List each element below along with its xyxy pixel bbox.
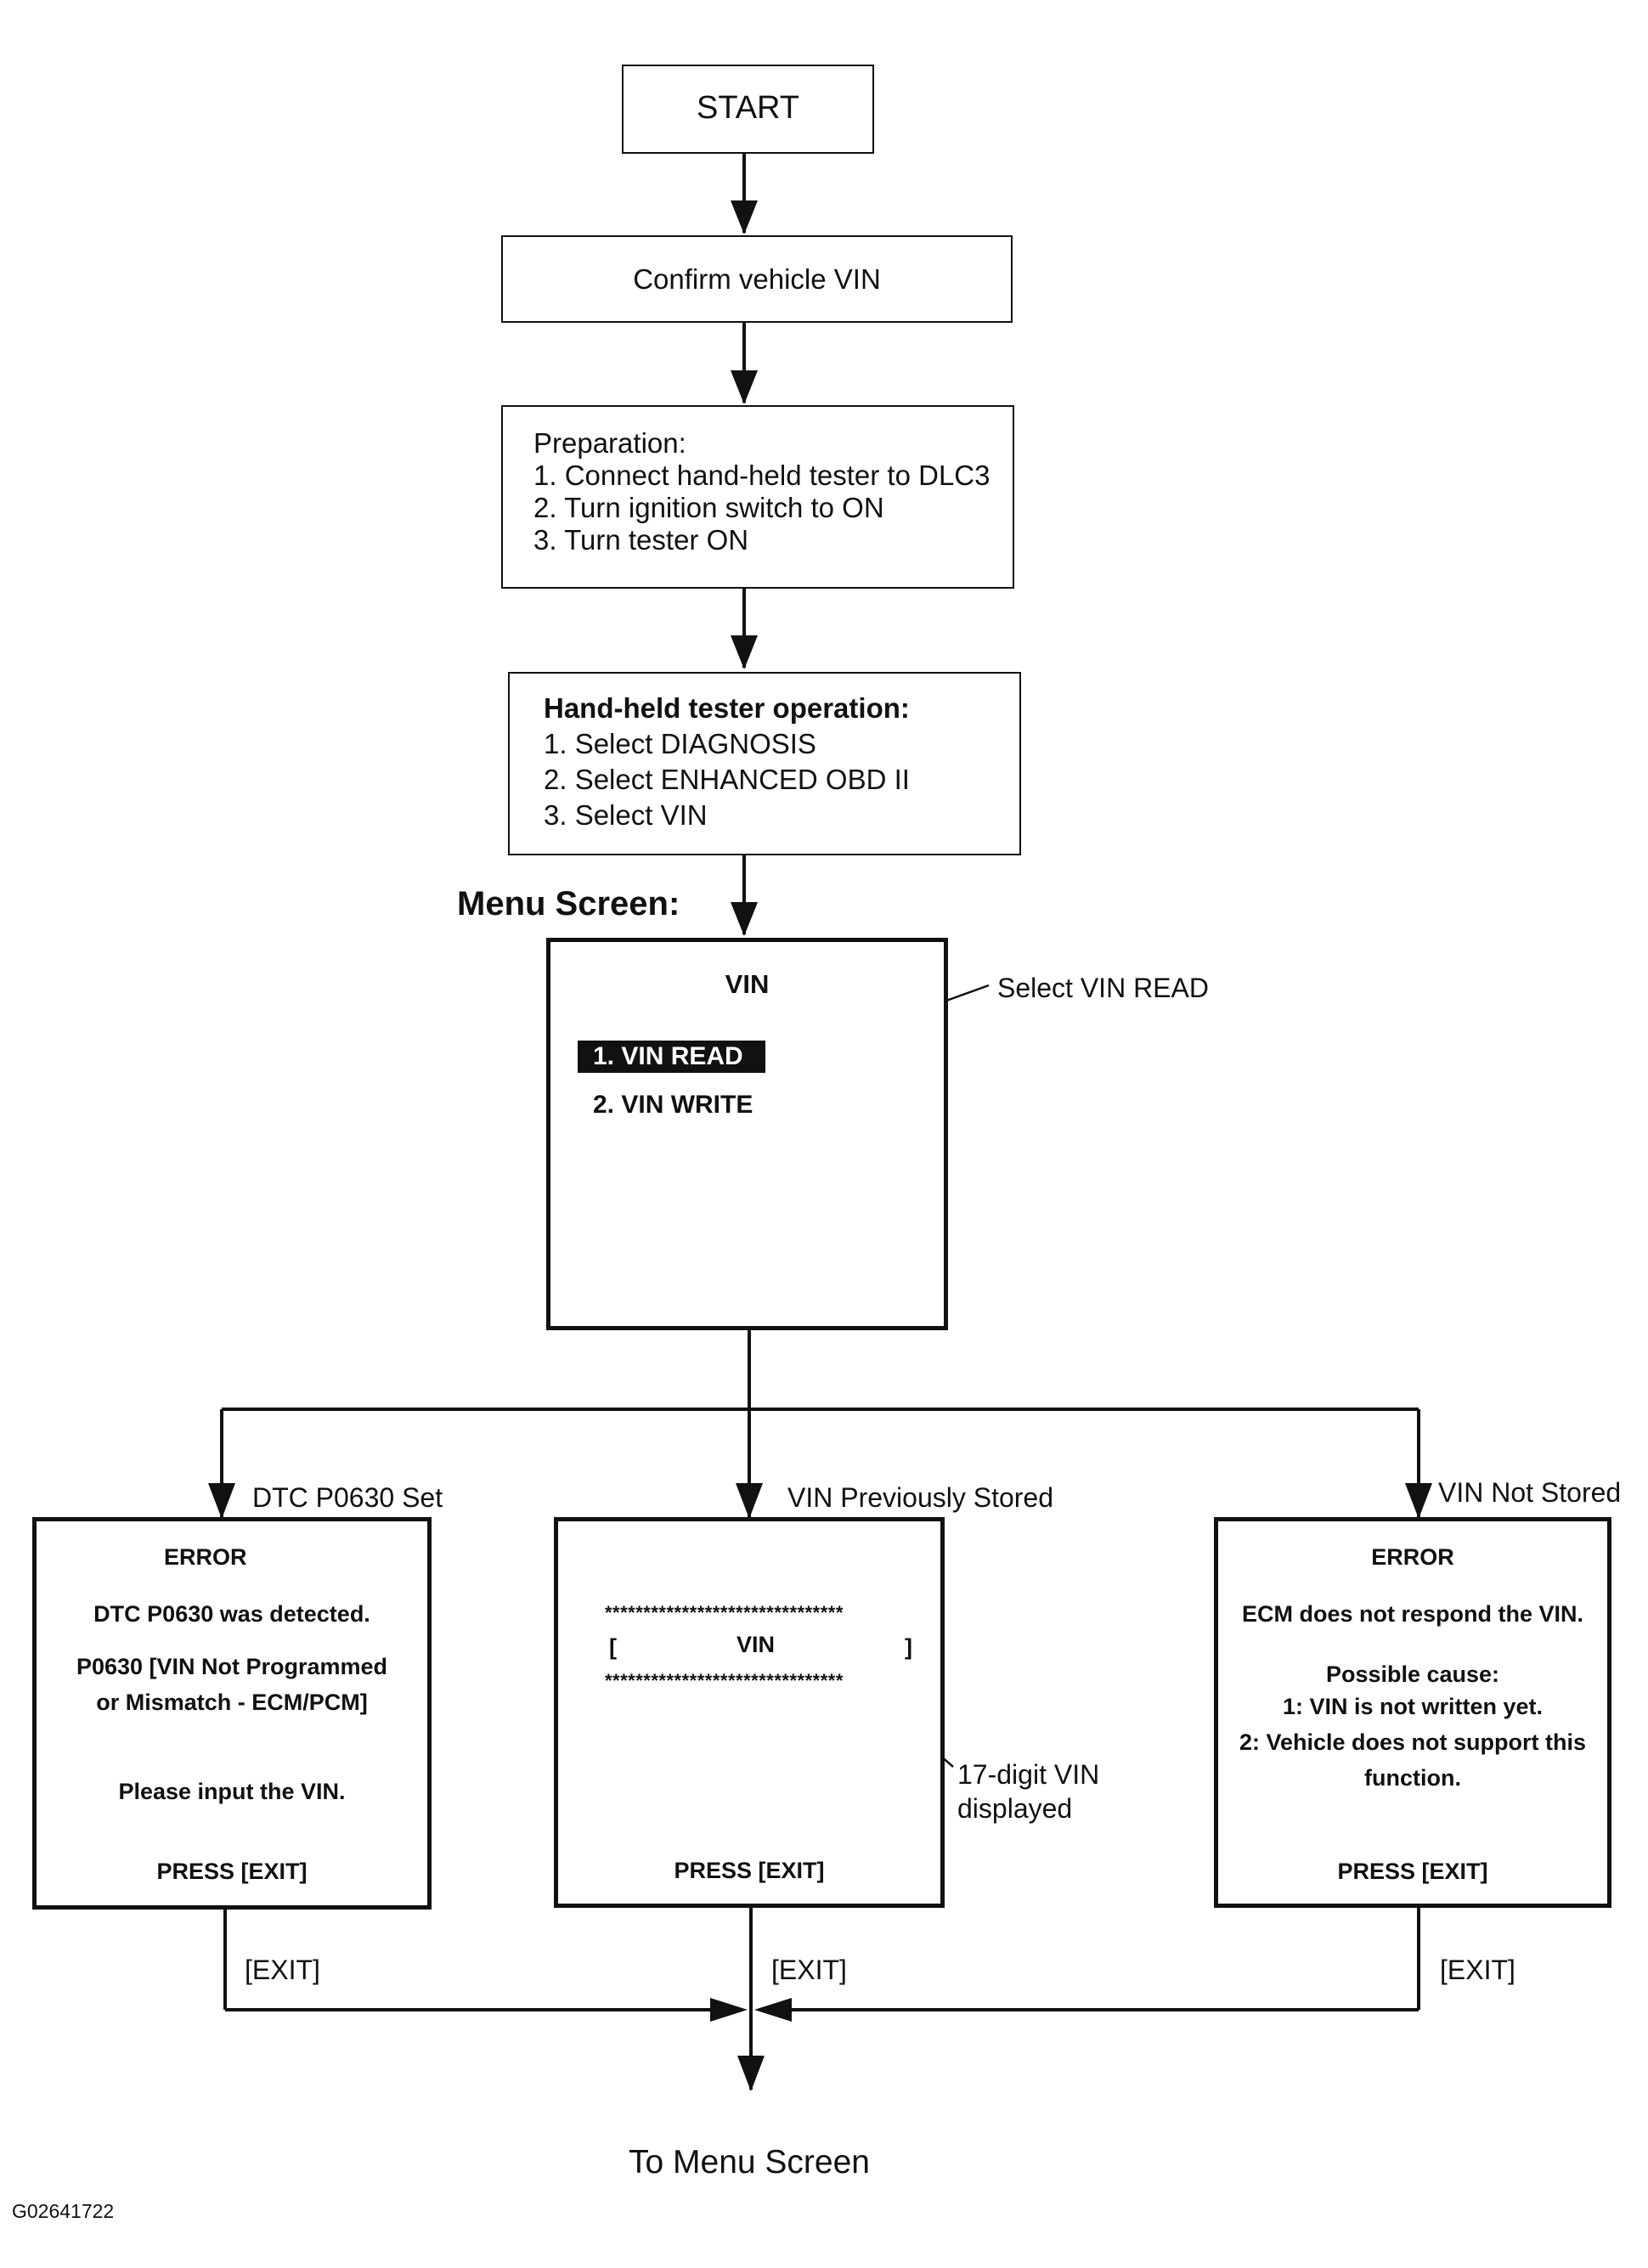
branch-label-dtc-set: DTC P0630 Set: [252, 1482, 443, 1513]
preparation-title: Preparation:: [533, 427, 686, 459]
menu-screen-label: Menu Screen:: [457, 885, 680, 922]
tester-operation-box: Hand-held tester operation: 1. Select DI…: [508, 672, 1021, 855]
vin-display-box: ******************************* [ VIN ] …: [554, 1517, 945, 1908]
vin-bracket-close: ]: [905, 1634, 912, 1660]
preparation-box: Preparation: 1. Connect hand-held tester…: [501, 405, 1014, 589]
error-title: ERROR: [1371, 1544, 1454, 1570]
vin-callout-text: displayed: [957, 1793, 1073, 1824]
menu-screen-title: VIN: [725, 969, 770, 999]
vin-stars-top: *******************************: [605, 1602, 844, 1623]
preparation-step: 2. Turn ignition switch to ON: [533, 492, 884, 523]
arrowhead-4: [731, 902, 758, 936]
error-code-text: or Mismatch - ECM/PCM]: [96, 1690, 368, 1715]
error-instruction-text: Please input the VIN.: [118, 1779, 346, 1804]
branch-label-vin-stored: VIN Previously Stored: [787, 1482, 1054, 1513]
menu-screen-box: VIN 1. VIN READ 2. VIN WRITE: [546, 938, 948, 1330]
arrowhead-3: [731, 635, 758, 669]
start-label: START: [696, 90, 800, 126]
press-exit-text[interactable]: PRESS [EXIT]: [156, 1859, 308, 1884]
error-title: ERROR: [164, 1544, 247, 1570]
press-exit-text[interactable]: PRESS [EXIT]: [1337, 1859, 1488, 1884]
vin-bracket-open: [: [609, 1634, 617, 1660]
tester-operation-step: 2. Select ENHANCED OBD II: [544, 764, 910, 795]
error-no-response-box: ERROR ECM does not respond the VIN. Poss…: [1214, 1517, 1611, 1908]
tester-operation-step: 3. Select VIN: [544, 799, 708, 831]
confirm-vin-box: Confirm vehicle VIN: [501, 235, 1013, 323]
start-box: START: [622, 65, 874, 154]
arrowhead-left: [208, 1483, 235, 1519]
vin-placeholder: VIN: [737, 1632, 776, 1657]
possible-cause-title: Possible cause:: [1325, 1662, 1500, 1687]
vin-callout-text: 17-digit VIN: [957, 1759, 1100, 1790]
arrowhead-merge-right: [754, 1998, 792, 2022]
vin-stars-bottom: *******************************: [605, 1670, 844, 1691]
select-vin-read-callout: Select VIN READ: [997, 973, 1209, 1003]
possible-cause-item: function.: [1364, 1765, 1461, 1791]
exit-label-left: [EXIT]: [245, 1955, 320, 1985]
arrowhead-2: [731, 370, 758, 404]
possible-cause-item: 2: Vehicle does not support this: [1239, 1729, 1587, 1755]
arrowhead-center: [736, 1483, 763, 1519]
menu-item-vin-write[interactable]: 2. VIN WRITE: [593, 1091, 753, 1119]
menu-item-vin-read[interactable]: 1. VIN READ: [578, 1041, 765, 1073]
tester-operation-title: Hand-held tester operation:: [544, 692, 910, 724]
error-detected-text: DTC P0630 was detected.: [93, 1601, 370, 1627]
arrowhead-end: [737, 2056, 765, 2091]
exit-label-right: [EXIT]: [1440, 1955, 1515, 1985]
error-no-response-text: ECM does not respond the VIN.: [1241, 1601, 1584, 1627]
confirm-vin-label: Confirm vehicle VIN: [633, 263, 881, 295]
error-code-text: P0630 [VIN Not Programmed: [76, 1654, 388, 1679]
tester-operation-step: 1. Select DIAGNOSIS: [544, 728, 816, 759]
figure-id: G02641722: [12, 2200, 115, 2222]
to-menu-screen-label: To Menu Screen: [629, 2144, 870, 2181]
preparation-step: 1. Connect hand-held tester to DLC3: [533, 460, 990, 491]
branch-label-vin-not-stored: VIN Not Stored: [1438, 1477, 1622, 1508]
exit-label-center: [EXIT]: [771, 1955, 847, 1985]
preparation-step: 3. Turn tester ON: [533, 524, 749, 556]
possible-cause-item: 1: VIN is not written yet.: [1282, 1694, 1544, 1719]
arrowhead-1: [731, 200, 758, 234]
error-dtc-box: ERROR DTC P0630 was detected. P0630 [VIN…: [32, 1517, 432, 1910]
arrowhead-right: [1405, 1483, 1432, 1519]
press-exit-text[interactable]: PRESS [EXIT]: [674, 1858, 825, 1883]
arrowhead-merge-left: [710, 1998, 748, 2022]
